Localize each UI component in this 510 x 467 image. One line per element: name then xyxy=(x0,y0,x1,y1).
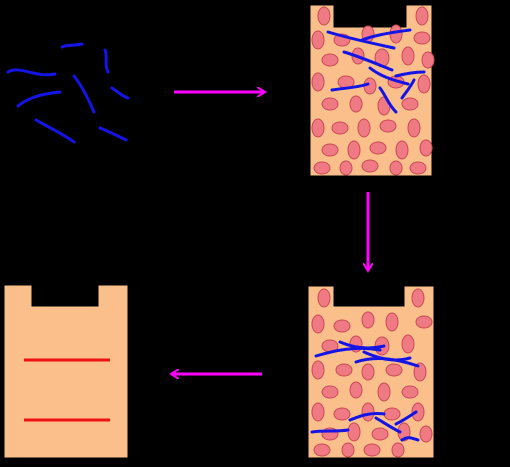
cell xyxy=(317,6,331,26)
cell xyxy=(333,319,351,333)
cell xyxy=(361,159,379,173)
cell xyxy=(311,30,325,50)
fragment xyxy=(338,340,386,350)
fragment xyxy=(400,78,416,100)
cell xyxy=(321,53,339,67)
cell xyxy=(409,161,427,175)
fragment-4 xyxy=(72,74,96,114)
fragment xyxy=(326,30,396,50)
cell xyxy=(401,46,415,66)
cell xyxy=(331,121,349,135)
dna-fragments xyxy=(6,42,130,144)
cell xyxy=(357,118,371,138)
fragment xyxy=(378,86,398,114)
cell xyxy=(383,407,401,421)
cell xyxy=(401,334,415,354)
cell xyxy=(313,443,331,457)
cell xyxy=(411,288,425,308)
cell xyxy=(317,288,331,308)
cell xyxy=(349,381,363,399)
cell xyxy=(347,140,361,160)
cell xyxy=(313,161,331,175)
fragment-2 xyxy=(60,42,84,49)
cell xyxy=(415,315,433,329)
fragment-3 xyxy=(16,90,62,108)
cell xyxy=(321,97,339,111)
cell xyxy=(401,385,419,399)
cell xyxy=(419,139,433,157)
fragment-6 xyxy=(110,86,130,100)
cell xyxy=(361,311,375,329)
cell xyxy=(385,363,403,377)
fragment xyxy=(400,436,420,442)
cell xyxy=(363,443,381,457)
gel-well-lower xyxy=(307,285,435,459)
cell xyxy=(311,118,325,138)
cell xyxy=(385,312,399,332)
cell xyxy=(347,422,361,442)
cell xyxy=(361,402,375,422)
fragment xyxy=(368,66,410,86)
cell xyxy=(311,314,325,334)
fragment xyxy=(362,350,412,362)
cell xyxy=(419,425,433,443)
cell xyxy=(413,362,427,382)
gel-body xyxy=(3,284,129,459)
fragment-8 xyxy=(98,126,128,142)
cell xyxy=(413,31,431,45)
fragment-7 xyxy=(34,118,76,144)
gel-bands xyxy=(3,284,129,459)
cell xyxy=(311,360,325,380)
fragment xyxy=(394,70,426,78)
cell xyxy=(311,402,325,422)
cell xyxy=(341,442,355,458)
fragment xyxy=(330,82,370,92)
cell xyxy=(339,160,353,176)
cell xyxy=(333,407,351,421)
fragment xyxy=(310,428,350,434)
cell xyxy=(417,74,431,94)
fragment-1 xyxy=(6,68,57,77)
cell xyxy=(369,141,387,155)
cell xyxy=(361,363,375,381)
cell xyxy=(349,95,363,113)
fragment xyxy=(360,28,412,42)
cell xyxy=(391,442,405,458)
cell xyxy=(379,119,397,133)
fragment xyxy=(348,412,386,422)
fragment-5 xyxy=(103,48,110,74)
fragment xyxy=(342,50,394,72)
cell xyxy=(389,160,403,176)
cell xyxy=(407,118,421,138)
cell xyxy=(335,363,353,377)
cell xyxy=(371,427,389,441)
cell xyxy=(395,140,409,160)
cell xyxy=(321,385,339,399)
cell xyxy=(321,143,339,157)
cell xyxy=(311,72,325,92)
cell xyxy=(415,6,429,26)
cell xyxy=(401,97,419,111)
cell xyxy=(377,382,391,402)
cell xyxy=(421,51,435,69)
cell xyxy=(411,402,425,422)
fragment xyxy=(394,410,418,426)
fragment xyxy=(374,416,402,434)
gel-well-mixed xyxy=(309,4,435,177)
